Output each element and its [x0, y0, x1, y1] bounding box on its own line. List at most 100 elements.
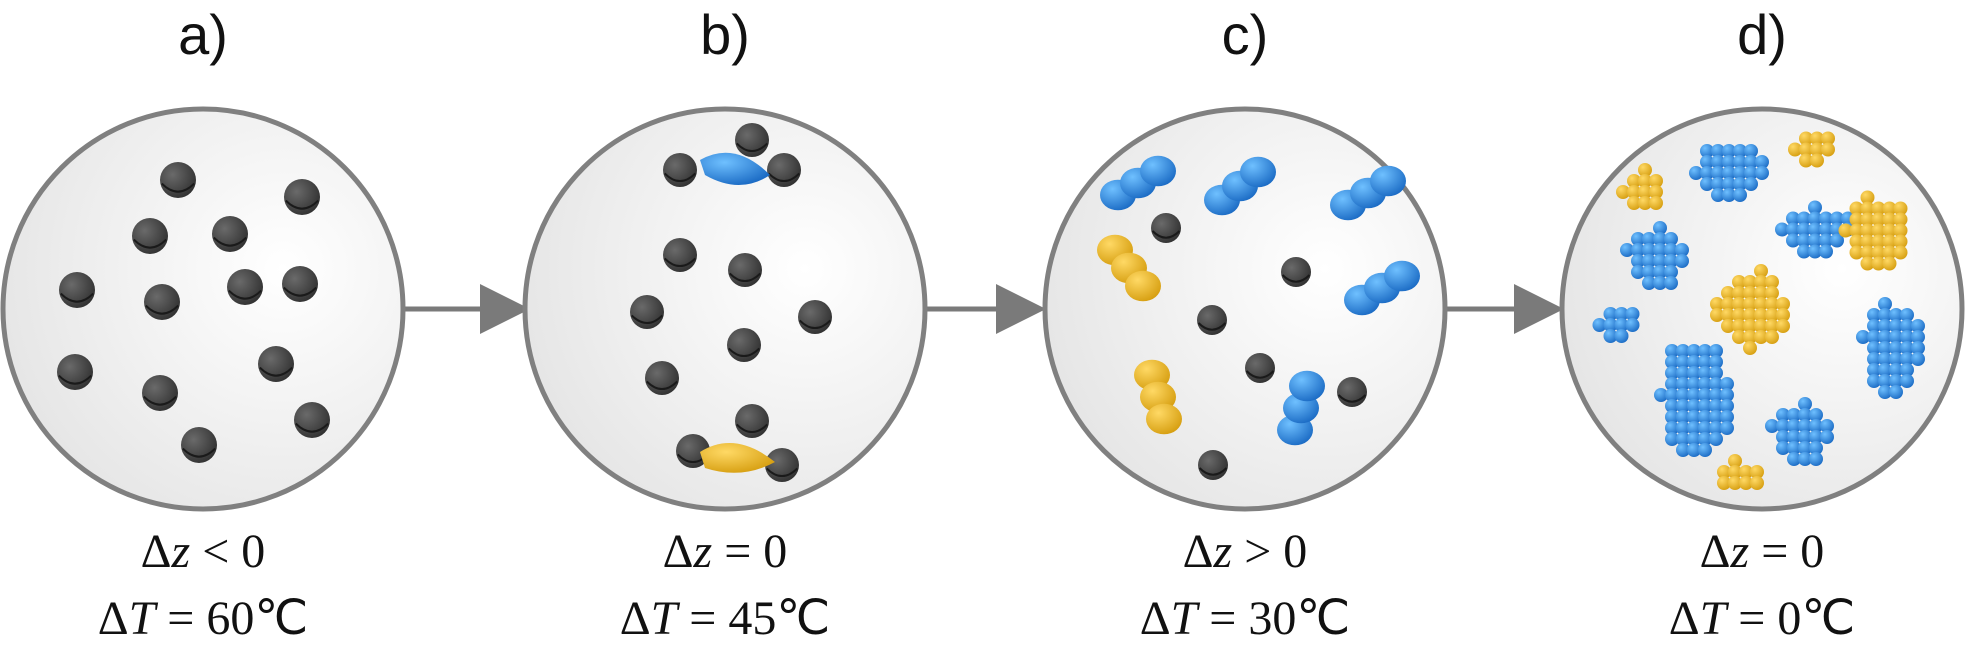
aggregate-unit	[1754, 264, 1768, 278]
aggregate-unit	[1787, 452, 1801, 466]
aggregate-unit	[1687, 432, 1701, 446]
helix-unit	[1146, 403, 1182, 435]
aggregate-unit	[1776, 308, 1790, 322]
monomer-patch	[228, 289, 262, 300]
aggregate-unit	[1889, 319, 1903, 333]
aggregate-unit	[1698, 410, 1712, 424]
aggregate-unit	[1878, 319, 1892, 333]
panel-d-delta-T: ΔT = 0℃	[1612, 595, 1912, 643]
monomer-patch	[283, 286, 317, 297]
aggregate-unit	[1819, 233, 1833, 248]
temperature-value: = 45℃	[677, 592, 831, 645]
delta-symbol: Δ	[1182, 525, 1214, 578]
aggregate-unit	[1721, 297, 1735, 311]
aggregate-unit	[1810, 142, 1824, 157]
aggregate-unit	[1720, 388, 1734, 402]
aggregate-unit	[1698, 355, 1712, 369]
aggregate-unit	[1776, 408, 1790, 422]
aggregate-unit	[1900, 352, 1914, 366]
aggregate-unit	[1754, 308, 1768, 322]
aggregate-unit	[1653, 221, 1667, 235]
aggregate-unit	[1849, 245, 1864, 260]
aggregate-unit	[1676, 432, 1690, 446]
delta-symbol: Δ	[97, 592, 129, 645]
aggregate-unit	[1882, 245, 1897, 260]
aggregate-unit	[1698, 421, 1712, 435]
aggregate-unit	[1732, 297, 1746, 311]
aggregate-unit	[1878, 330, 1892, 344]
relation: = 0	[712, 525, 788, 578]
aggregate-unit	[1698, 399, 1712, 413]
aggregate-unit	[1787, 408, 1801, 422]
aggregate-unit	[1733, 144, 1747, 158]
aggregate-unit	[1821, 131, 1835, 146]
monomer-patch	[1198, 467, 1228, 476]
monomer-patch	[161, 182, 195, 193]
aggregate-unit	[1653, 276, 1667, 290]
aggregate-unit	[1732, 330, 1746, 344]
aggregate-unit	[1900, 341, 1914, 355]
monomer-patch	[285, 199, 319, 210]
helix-unit	[1289, 370, 1325, 402]
aggregate-unit	[1700, 177, 1714, 191]
aggregate-unit	[1867, 330, 1881, 344]
aggregate-unit	[1754, 297, 1768, 311]
aggregate-unit	[1732, 275, 1746, 289]
aggregate-unit	[1710, 297, 1724, 311]
aggregate-unit	[1733, 188, 1747, 202]
aggregate-unit	[1665, 344, 1679, 358]
aggregate-unit	[1871, 201, 1886, 216]
aggregate-unit	[1765, 297, 1779, 311]
aggregate-unit	[1871, 245, 1886, 260]
aggregate-unit	[1698, 388, 1712, 402]
aggregate-unit	[1860, 234, 1875, 249]
aggregate-unit	[1889, 385, 1903, 399]
particles	[57, 123, 1925, 490]
aggregate-unit	[1698, 432, 1712, 446]
aggregate-unit	[1893, 234, 1908, 249]
aggregate-unit	[1664, 276, 1678, 290]
aggregate-unit	[1911, 319, 1925, 333]
aggregate-unit	[1709, 344, 1723, 358]
panel-c-label: c)	[1221, 3, 1269, 66]
aggregate-unit	[1889, 363, 1903, 377]
aggregate-unit	[1711, 166, 1725, 180]
aggregate-unit	[1878, 297, 1892, 311]
monomer-patch	[765, 467, 799, 478]
monomer-patch	[259, 366, 293, 377]
aggregate-unit	[1687, 344, 1701, 358]
aggregate-unit	[1889, 341, 1903, 355]
aggregate-unit	[1900, 319, 1914, 333]
panel-a-label: a)	[178, 3, 228, 66]
aggregate-unit	[1664, 254, 1678, 268]
aggregate-unit	[1754, 275, 1768, 289]
monomer-patch	[727, 347, 761, 358]
aggregate-unit	[1614, 318, 1629, 332]
aggregate-unit	[1755, 155, 1769, 169]
aggregate-unit	[1616, 185, 1630, 199]
aggregate-unit	[1882, 212, 1897, 227]
aggregate-unit	[1722, 177, 1736, 191]
aggregate-unit	[1711, 188, 1725, 202]
aggregate-unit	[1603, 318, 1618, 332]
aggregate-unit	[1860, 256, 1875, 271]
aggregate-unit	[1743, 297, 1757, 311]
aggregate-unit	[1631, 254, 1645, 268]
helix-ribbon-blue	[700, 152, 770, 185]
aggregate-unit	[1744, 177, 1758, 191]
aggregate-unit	[1798, 452, 1812, 466]
aggregate-unit	[1878, 308, 1892, 322]
aggregate-unit	[1799, 142, 1813, 157]
aggregate-unit	[1860, 201, 1875, 216]
aggregate-unit	[1676, 421, 1690, 435]
aggregate-unit	[1665, 421, 1679, 435]
aggregate-unit	[1882, 234, 1897, 249]
monomer-patch	[213, 236, 247, 247]
monomer-patch	[133, 238, 167, 249]
aggregate-unit	[1614, 329, 1629, 343]
aggregate-unit	[1721, 286, 1735, 300]
aggregate-unit	[1638, 185, 1652, 199]
aggregate-unit	[1819, 244, 1833, 259]
temperature-value: = 0℃	[1726, 592, 1856, 645]
